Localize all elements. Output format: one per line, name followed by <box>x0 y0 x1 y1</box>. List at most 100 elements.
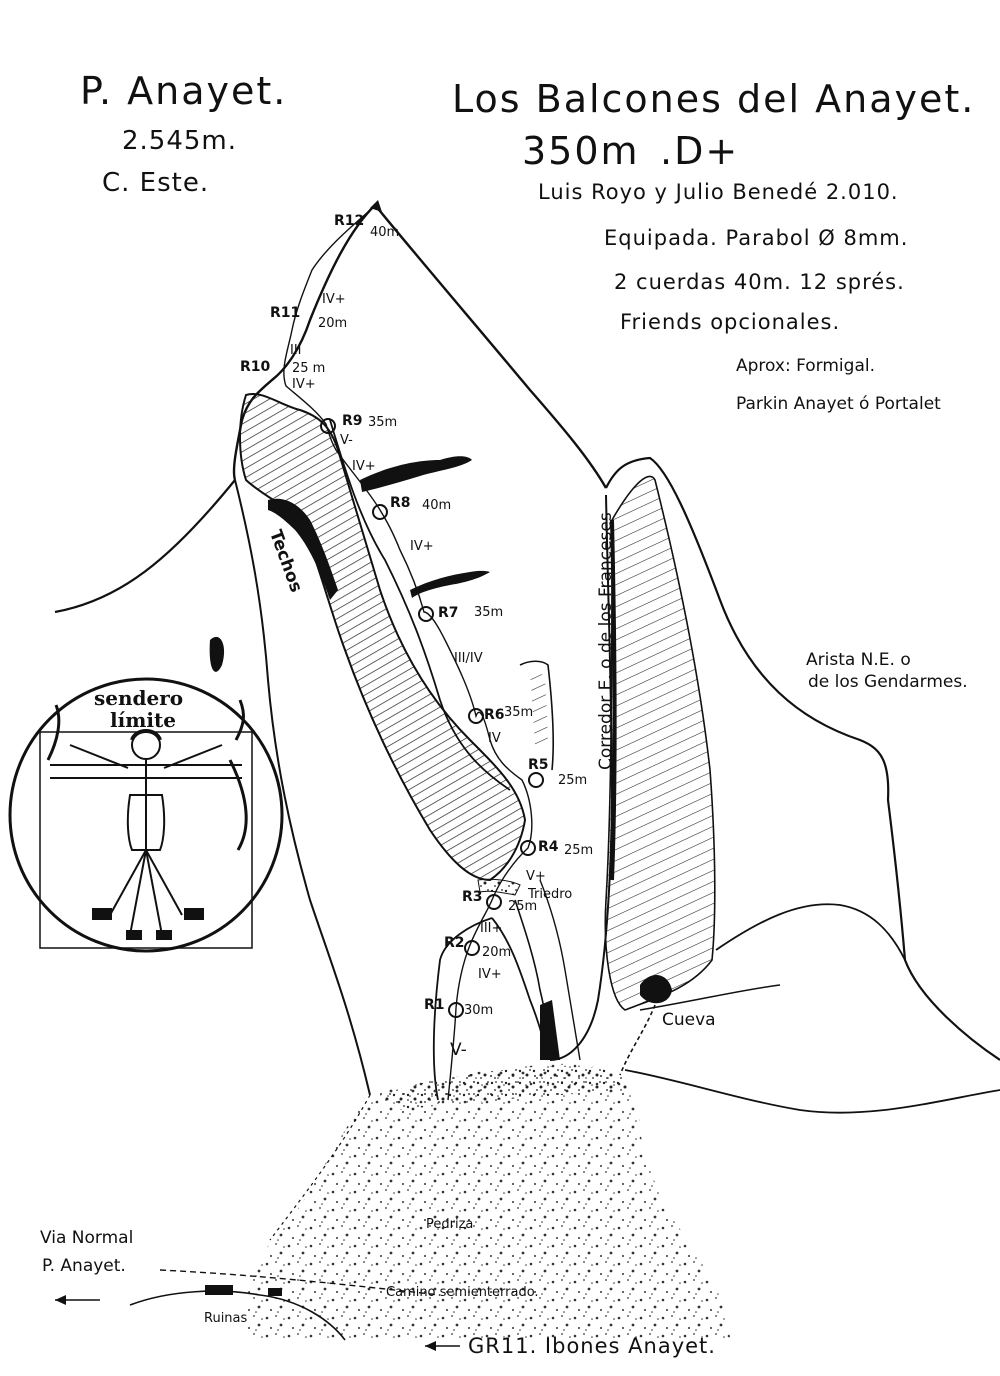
via-normal-arrowhead <box>55 1295 66 1305</box>
logo-left-boot <box>92 908 112 920</box>
belay-r11-label: R11 <box>270 305 301 321</box>
gear-line-3: Friends opcionales. <box>620 310 841 334</box>
via-normal-label-2: P. Anayet. <box>42 1256 126 1276</box>
ruins-building-2 <box>268 1288 282 1296</box>
left-ridge-line <box>54 479 236 614</box>
belay-r5-ring <box>528 772 544 788</box>
belay-r6-label: R6 <box>484 707 505 723</box>
gr11-arrowhead <box>425 1341 436 1351</box>
cave-trail <box>619 1004 656 1076</box>
peak-altitude: 2.545m. <box>122 126 238 156</box>
ruins-hill <box>129 1290 346 1341</box>
corredor-hatch <box>604 475 716 1011</box>
scree-field-dense <box>380 1065 630 1110</box>
belay-r9-label: R9 <box>342 413 363 429</box>
left-loose-rock <box>209 636 225 672</box>
ruins-building-1 <box>205 1285 233 1295</box>
summit-mark <box>370 200 382 212</box>
grade-pitch-10: IV+ <box>292 377 316 392</box>
belay-r8-label: R8 <box>390 495 411 511</box>
gear-line-1: Equipada. Parabol Ø 8mm. <box>604 226 909 250</box>
belay-r5-length: 25m <box>558 773 588 788</box>
belay-r10-label: R10 <box>240 359 271 375</box>
arista-label-2: de los Gendarmes. <box>808 672 968 692</box>
belay-r10-length: 25 m <box>292 361 326 376</box>
peak-name: P. Anayet. <box>80 69 288 113</box>
belay-r9-ring <box>320 418 336 434</box>
belay-r11-length: 20m <box>318 316 348 331</box>
route-length: 350m <box>522 129 640 173</box>
grade-pitch-5: IV <box>488 731 501 746</box>
cueva-label: Cueva <box>662 1010 716 1030</box>
logo-figure <box>46 699 248 936</box>
cave-mark <box>640 974 672 1004</box>
ruinas-label: Ruinas <box>204 1311 248 1326</box>
belay-r3-ring <box>486 894 502 910</box>
peak-face: C. Este. <box>102 168 210 198</box>
base-shade <box>540 1000 560 1060</box>
gear-line-2: 2 cuerdas 40m. 12 sprés. <box>614 270 905 294</box>
logo-text-line-2: límite <box>110 708 176 732</box>
approach-line-1: Aprox: Formigal. <box>736 356 875 376</box>
camino-label: Camino semienterrado. <box>386 1285 539 1300</box>
belay-r1-ring <box>448 1002 464 1018</box>
grade-pitch-3: III+ <box>480 921 503 936</box>
inner-spur <box>329 419 511 791</box>
belay-r8-length: 40m <box>422 498 452 513</box>
gr11-label: GR11. Ibones Anayet. <box>468 1334 716 1358</box>
grade-pitch-7: IV+ <box>410 539 434 554</box>
belay-r3-length: 25m <box>508 899 538 914</box>
logo-boot-3 <box>126 930 142 940</box>
grade-pitch-8: IV+ <box>352 459 376 474</box>
logo-text-line-1: sendero <box>94 686 184 710</box>
right-face-line <box>715 903 906 961</box>
grade-pitch-4: V+ <box>526 869 546 884</box>
belay-r7-ring <box>418 606 434 622</box>
corredor-label: Corredor E. o de los Franceses <box>596 512 616 770</box>
scree-edge-left <box>269 1094 371 1241</box>
logo-boot-4 <box>156 930 172 940</box>
middle-balcony <box>410 570 490 598</box>
approach-line-2: Parkin Anayet ó Portalet <box>736 394 941 414</box>
summit-outline-right <box>374 204 608 489</box>
belay-r7-length: 35m <box>474 605 504 620</box>
grade-pitch-12: IV+ <box>322 292 346 307</box>
grade-pitch-2: IV+ <box>478 967 502 982</box>
grade-pitch-11: III <box>290 343 302 358</box>
belay-r12-label: R12 <box>334 213 365 229</box>
via-normal-label-1: Via Normal <box>40 1228 134 1248</box>
route-grade: .D+ <box>660 129 740 173</box>
r6-buttress <box>519 660 555 771</box>
belay-r3-label: R3 <box>462 889 483 905</box>
right-pillar-outline <box>605 456 1000 1061</box>
belay-r2-label: R2 <box>444 935 465 951</box>
lower-gully-right <box>539 879 581 1061</box>
approach-trail <box>159 1269 441 1296</box>
logo-right-boot <box>184 908 204 920</box>
triedro-label: Triedro <box>528 887 573 902</box>
summit-outline-left <box>232 204 376 481</box>
left-face-line <box>234 479 371 1096</box>
belay-r7-label: R7 <box>438 605 459 621</box>
belay-r6-ring <box>468 708 484 724</box>
belay-r4-ring <box>520 840 536 856</box>
belay-r8-ring <box>372 504 388 520</box>
right-base-line <box>624 1069 1000 1114</box>
belay-r5-label: R5 <box>528 757 549 773</box>
belay-r6-length: 35m <box>504 705 534 720</box>
belay-r4-label: R4 <box>538 839 559 855</box>
arista-label-1: Arista N.E. o <box>806 650 911 670</box>
pedriza-label: Pedriza <box>426 1217 474 1232</box>
belay-r1-length: 30m <box>464 1003 494 1018</box>
belay-r1-label: R1 <box>424 997 445 1013</box>
belay-r9-length: 35m <box>368 415 398 430</box>
corredor-left-edge <box>610 519 617 881</box>
triedro-shade <box>477 878 521 896</box>
grade-pitch-9: V- <box>340 433 353 448</box>
belay-r2-length: 20m <box>482 945 512 960</box>
route-authors: Luis Royo y Julio Benedé 2.010. <box>538 180 899 204</box>
techos-roof <box>268 498 338 600</box>
r6-buttress-hatch <box>530 672 548 745</box>
